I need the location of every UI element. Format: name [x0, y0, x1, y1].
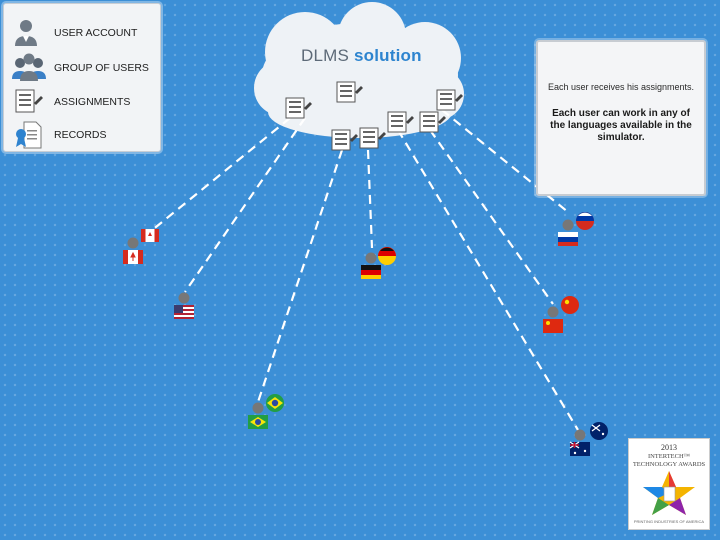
- info-box: Each user receives his assignments. Each…: [536, 40, 706, 196]
- record-icon: [16, 121, 42, 149]
- dlms-cloud: [254, 2, 464, 138]
- assignment-icon: [15, 89, 43, 113]
- brazil-flag-badge: [248, 415, 268, 429]
- user-canada: [123, 229, 159, 264]
- info-line-assignments: Each user receives his assignments.: [547, 82, 695, 92]
- legend-panel: USER ACCOUNT GROUP OF USERS ASSIGNMENTS …: [3, 3, 161, 152]
- usa-flag-badge: [174, 305, 194, 319]
- connector-germany: [366, 149, 374, 249]
- brand-bold: solution: [353, 46, 422, 65]
- user-germany: [361, 247, 396, 279]
- legend-label: RECORDS: [54, 129, 107, 141]
- connector-china: [429, 129, 554, 305]
- legend-item-group-of-users: GROUP OF USERS: [4, 53, 160, 83]
- connector-canada: [139, 117, 291, 241]
- award-text: INTERTECH™ TECHNOLOGY AWARDS: [632, 453, 706, 468]
- intertech-award-logo: 2013 INTERTECH™ TECHNOLOGY AWARDS PRINTI…: [628, 438, 710, 530]
- russia-flag-icon: [576, 212, 594, 230]
- connector-australia: [397, 129, 579, 431]
- assignment-icon: [436, 89, 463, 111]
- award-star-icon: [643, 471, 695, 515]
- china-flag-icon: [561, 296, 579, 314]
- connector-usa: [184, 117, 306, 293]
- assignment-icon: [336, 81, 363, 103]
- assignment-icon: [419, 111, 446, 133]
- connectors: [139, 109, 579, 431]
- germany-flag-icon: [378, 247, 396, 265]
- user-icon: [15, 20, 37, 46]
- legend-item-user-account: USER ACCOUNT: [4, 18, 160, 48]
- user-brazil: [248, 394, 284, 429]
- brand-plain: DLMS: [301, 46, 350, 65]
- award-footer: PRINTING INDUSTRIES OF AMERICA: [633, 519, 705, 524]
- brazil-flag-icon: [266, 394, 284, 412]
- connector-brazil: [256, 149, 344, 403]
- assignment-icon: [331, 129, 358, 151]
- legend-item-records: RECORDS: [4, 120, 160, 150]
- australia-flag-icon: [590, 422, 608, 440]
- legend-label: ASSIGNMENTS: [54, 96, 131, 108]
- dlms-solution-logo: DLMS solution: [301, 46, 422, 66]
- canada-flag-icon: [141, 229, 159, 242]
- user-australia: [569, 422, 608, 456]
- legend-label: USER ACCOUNT: [54, 27, 138, 39]
- user-group-icon: [12, 53, 46, 81]
- legend-label: GROUP OF USERS: [54, 62, 149, 74]
- assignment-icon: [387, 111, 414, 133]
- canada-flag-badge: [123, 250, 143, 264]
- legend-item-assignments: ASSIGNMENTS: [4, 87, 160, 117]
- germany-flag-badge: [361, 265, 381, 279]
- russia-flag-badge: [558, 232, 578, 246]
- user-china: [543, 296, 579, 333]
- info-line-languages: Each user can work in any of the languag…: [550, 108, 692, 143]
- user-russia: [558, 212, 594, 246]
- assignment-icon: [285, 97, 312, 119]
- australia-flag-badge: [569, 441, 590, 456]
- assignment-icon: [359, 127, 386, 149]
- user-usa: [174, 292, 194, 319]
- award-year: 2013: [661, 443, 677, 452]
- assignment-icons: [285, 81, 463, 151]
- china-flag-badge: [543, 319, 563, 333]
